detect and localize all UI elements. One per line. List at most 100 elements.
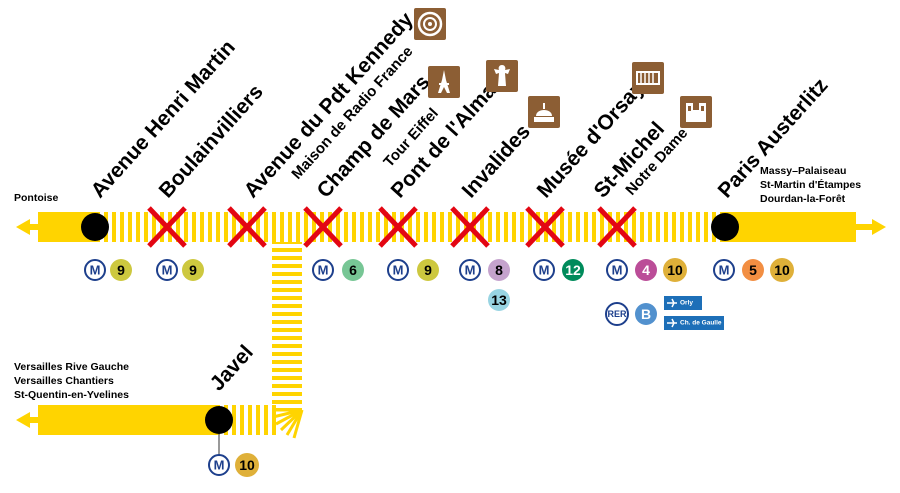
station-dot-javel[interactable] [205,406,233,434]
arrow-west-icon [16,219,30,235]
metro-icon-letter: M [214,458,225,473]
station-dot-avenue-henri-martin[interactable] [81,213,109,241]
terminus-east-1: St-Martin d'Étampes [760,178,861,191]
rer-line-b-badge[interactable] [635,303,657,325]
metro-line-10-badge[interactable] [663,258,687,282]
metro-icon [713,259,735,281]
metro-icon [156,259,178,281]
station-dot-paris-austerlitz[interactable] [711,213,739,241]
metro-line-4-label: 4 [642,262,650,278]
line-track [16,212,886,439]
connections-champ-de-mars: M 6 [312,259,364,281]
statue-icon [486,60,518,92]
metro-line-9-badge[interactable] [417,259,439,281]
metro-icon-letter: M [318,263,329,278]
track-east-arrow-shaft [854,224,874,230]
arrow-southwest-icon [16,412,30,428]
metro-line-12-badge[interactable] [562,259,584,281]
track-southwest-solid [38,405,220,435]
metro-line-10-badge[interactable] [770,258,794,282]
connections-paris-austerlitz: M 5 10 [713,258,794,282]
plane-icon [667,298,677,308]
metro-line-9-label: 9 [424,262,432,278]
metro-line-12-label: 12 [565,262,581,278]
rer-line-b-label: B [641,306,651,322]
metro-line-9-badge[interactable] [110,259,132,281]
landmarks [414,8,712,128]
metro-line-5-badge[interactable] [742,259,764,281]
metro-icon-letter: M [612,263,623,278]
metro-icon [208,454,230,476]
closed-mark-musee-d-orsay [525,206,565,248]
metro-line-8-label: 8 [495,262,503,278]
track-southwest-arrow-shaft [26,417,40,423]
metro-icon [606,259,628,281]
airport-cdg-badge[interactable]: Ch. de Gaulle [664,316,724,330]
metro-icon [84,259,106,281]
station-name-javel[interactable]: Javel [206,341,258,395]
closed-mark-champ-de-mars [303,206,343,248]
eiffel-tower-icon [428,66,460,98]
museum-icon [632,62,664,94]
metro-line-10-badge[interactable] [235,453,259,477]
plane-icon [667,318,677,328]
closed-mark-invalides [450,206,490,248]
metro-line-6-badge[interactable] [342,259,364,281]
station-labels: Avenue Henri Martin Boulainvilliers Aven… [87,8,833,396]
metro-line-9-label: 9 [117,262,125,278]
connections-st-michel: M 4 10 RER B Orly Ch. de Gaulle [605,258,724,330]
metro-line-13-badge[interactable] [488,289,510,311]
metro-line-4-badge[interactable] [635,259,657,281]
airport-orly-badge[interactable]: Orly [664,296,702,310]
connections-pont-de-l-alma: M 9 [387,259,439,281]
terminus-southwest-0: Versailles Rive Gauche [14,361,129,373]
station-markers [81,206,739,434]
metro-icon-letter: M [539,263,550,278]
metro-line-9-label: 9 [189,262,197,278]
metro-icon-letter: M [393,263,404,278]
metro-line-10-label: 10 [239,457,255,473]
metro-line-13-label: 13 [491,292,507,308]
metro-icon-letter: M [719,263,730,278]
connections-invalides: M 8 13 [459,259,510,311]
connections: M 9 M 9 M 6 M 9 M 8 [84,258,794,477]
airport-orly-label: Orly [680,300,693,307]
metro-icon-letter: M [162,263,173,278]
airport-cdg-label: Ch. de Gaulle [680,320,722,327]
rer-icon-label: RER [607,309,627,319]
track-branch-vertical [272,242,302,410]
metro-icon [387,259,409,281]
rer-icon [605,302,629,326]
terminus-east-0: Massy–Palaiseau [760,165,846,177]
closed-mark-avenue-du-pdt-kennedy [227,206,267,248]
terminus-southwest-2: St-Quentin-en-Yvelines [14,389,129,401]
connections-musee-d-orsay: M 12 [533,259,584,281]
metro-line-9-badge[interactable] [182,259,204,281]
cathedral-icon [680,96,712,128]
terminus-west-0: Pontoise [14,192,58,204]
closed-mark-st-michel [597,206,637,248]
metro-icon-letter: M [90,263,101,278]
connections-boulainvilliers: M 9 [156,259,204,281]
metro-line-5-label: 5 [749,262,757,278]
metro-line-6-label: 6 [349,262,357,278]
connections-javel: M 10 [208,434,259,477]
metro-line-8-badge[interactable] [488,259,510,281]
metro-icon [459,259,481,281]
track-east-solid [724,212,856,242]
metro-line-10-label: 10 [667,262,683,278]
terminus-labels: Pontoise Massy–Palaiseau St-Martin d'Éta… [14,165,861,401]
radio-icon [414,8,446,40]
metro-icon [533,259,555,281]
closed-mark-pont-de-l-alma [378,206,418,248]
closed-mark-boulainvilliers [147,206,187,248]
station-name-invalides[interactable]: Invalides [458,120,535,202]
terminus-southwest-1: Versailles Chantiers [14,375,114,387]
connections-avenue-henri-martin: M 9 [84,259,132,281]
metro-icon [312,259,334,281]
metro-icon-letter: M [465,263,476,278]
terminus-east-2: Dourdan-la-Forêt [760,193,846,205]
dome-icon [528,96,560,128]
metro-line-10-label: 10 [774,262,790,278]
